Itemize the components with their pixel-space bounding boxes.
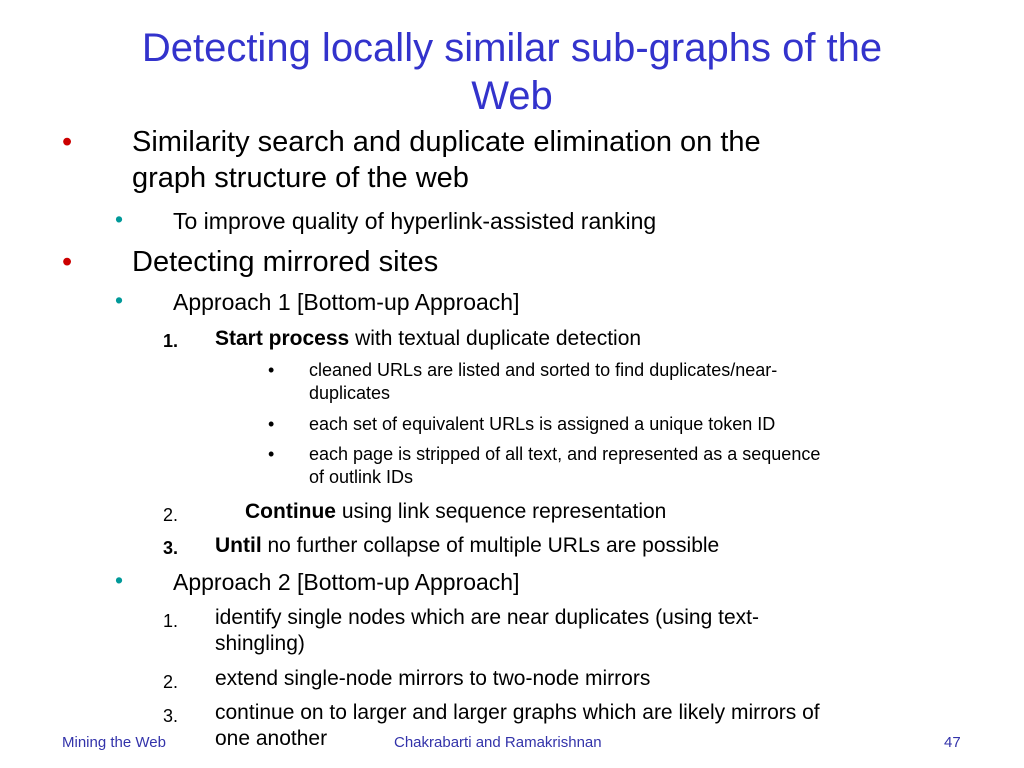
step-text: with textual duplicate detection — [349, 327, 642, 350]
step-text: using link sequence representation — [335, 500, 667, 523]
step-number: 1. — [163, 611, 179, 631]
page-number: 47 — [944, 734, 961, 751]
bullet-icon: • — [62, 246, 73, 278]
step-extend-mirrors: extend single-node mirrors to two-node m… — [215, 667, 651, 690]
step-until: Until no further collapse of multiple UR… — [215, 533, 719, 559]
bullet-detecting-mirrored-sites: Detecting mirrored sites — [132, 246, 439, 278]
bullet-line: each page is stripped of all text, and r… — [309, 444, 821, 464]
step-continue-larger-graphs: continue on to larger and larger graphs … — [215, 700, 820, 752]
footer-center: Chakrabarti and Ramakrishnan — [394, 734, 602, 751]
step-keyword: Start process — [215, 327, 350, 350]
step-continue: Continue using link sequence representat… — [245, 499, 666, 525]
step-line: continue on to larger and larger graphs … — [215, 701, 820, 724]
bullet-stripped-page: each page is stripped of all text, and r… — [309, 443, 820, 489]
step-number: 3. — [163, 706, 179, 726]
step-keyword: Continue — [245, 500, 336, 523]
bullet-line: graph structure of the web — [132, 162, 469, 194]
step-line: one another — [215, 727, 328, 750]
bullet-improve-quality: To improve quality of hyperlink-assisted… — [173, 208, 657, 234]
step-number: 2. — [163, 672, 179, 692]
step-number: 2. — [163, 505, 179, 525]
bullet-similarity-search: Similarity search and duplicate eliminat… — [132, 124, 761, 196]
bullet-icon: • — [268, 444, 275, 464]
bullet-line: Similarity search and duplicate eliminat… — [132, 126, 761, 158]
title-line-1: Detecting locally similar sub-graphs of … — [141, 26, 883, 70]
bullet-icon: • — [115, 567, 124, 593]
step-line: shingling) — [215, 632, 305, 655]
step-start-process: Start process with textual duplicate det… — [215, 326, 641, 352]
bullet-icon: • — [115, 287, 124, 313]
bullet-line: duplicates — [309, 383, 391, 403]
step-number: 1. — [163, 331, 179, 351]
bullet-icon: • — [268, 414, 275, 434]
step-line: identify single nodes which are near dup… — [215, 606, 759, 629]
step-identify-single-nodes: identify single nodes which are near dup… — [215, 605, 759, 657]
footer-left: Mining the Web — [62, 734, 166, 751]
step-text: no further collapse of multiple URLs are… — [261, 534, 720, 557]
title-line-2: Web — [471, 74, 553, 118]
step-number: 3. — [163, 538, 179, 558]
bullet-icon: • — [115, 206, 124, 232]
step-keyword: Until — [215, 534, 262, 557]
slide-title: Detecting locally similar sub-graphs of … — [0, 24, 1024, 120]
bullet-line: cleaned URLs are listed and sorted to fi… — [309, 360, 778, 380]
bullet-cleaned-urls: cleaned URLs are listed and sorted to fi… — [309, 359, 777, 405]
bullet-icon: • — [268, 360, 275, 380]
bullet-line: of outlink IDs — [309, 467, 414, 487]
bullet-approach-1: Approach 1 [Bottom-up Approach] — [173, 289, 520, 315]
bullet-approach-2: Approach 2 [Bottom-up Approach] — [173, 569, 520, 595]
bullet-icon: • — [62, 126, 73, 158]
bullet-equivalent-urls: each set of equivalent URLs is assigned … — [309, 414, 776, 434]
